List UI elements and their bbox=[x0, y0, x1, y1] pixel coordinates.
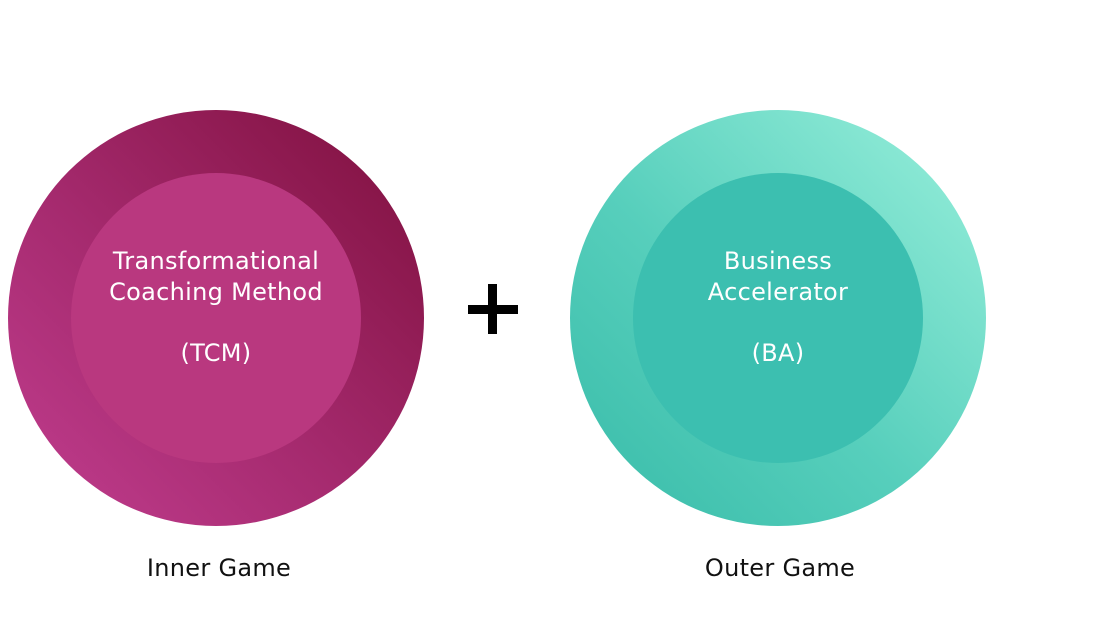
ba-abbreviation: (BA) bbox=[751, 338, 805, 367]
ba-title: Business Accelerator bbox=[708, 246, 848, 308]
tcm-title: Transformational Coaching Method bbox=[109, 246, 323, 308]
tcm-abbreviation: (TCM) bbox=[180, 338, 252, 367]
plus-icon bbox=[466, 282, 522, 338]
tcm-title-line2: Coaching Method bbox=[109, 277, 323, 306]
ba-inner-circle: Business Accelerator (BA) bbox=[633, 173, 923, 463]
tcm-title-line1: Transformational bbox=[112, 246, 320, 275]
outer-game-label: Outer Game bbox=[704, 554, 856, 582]
ba-title-line2: Accelerator bbox=[707, 277, 849, 306]
ba-title-line1: Business bbox=[723, 246, 833, 275]
ba-outer-circle: Business Accelerator (BA) bbox=[570, 110, 986, 526]
tcm-outer-circle: Transformational Coaching Method (TCM) bbox=[8, 110, 424, 526]
inner-game-label: Inner Game bbox=[146, 554, 292, 582]
tcm-inner-circle: Transformational Coaching Method (TCM) bbox=[71, 173, 361, 463]
